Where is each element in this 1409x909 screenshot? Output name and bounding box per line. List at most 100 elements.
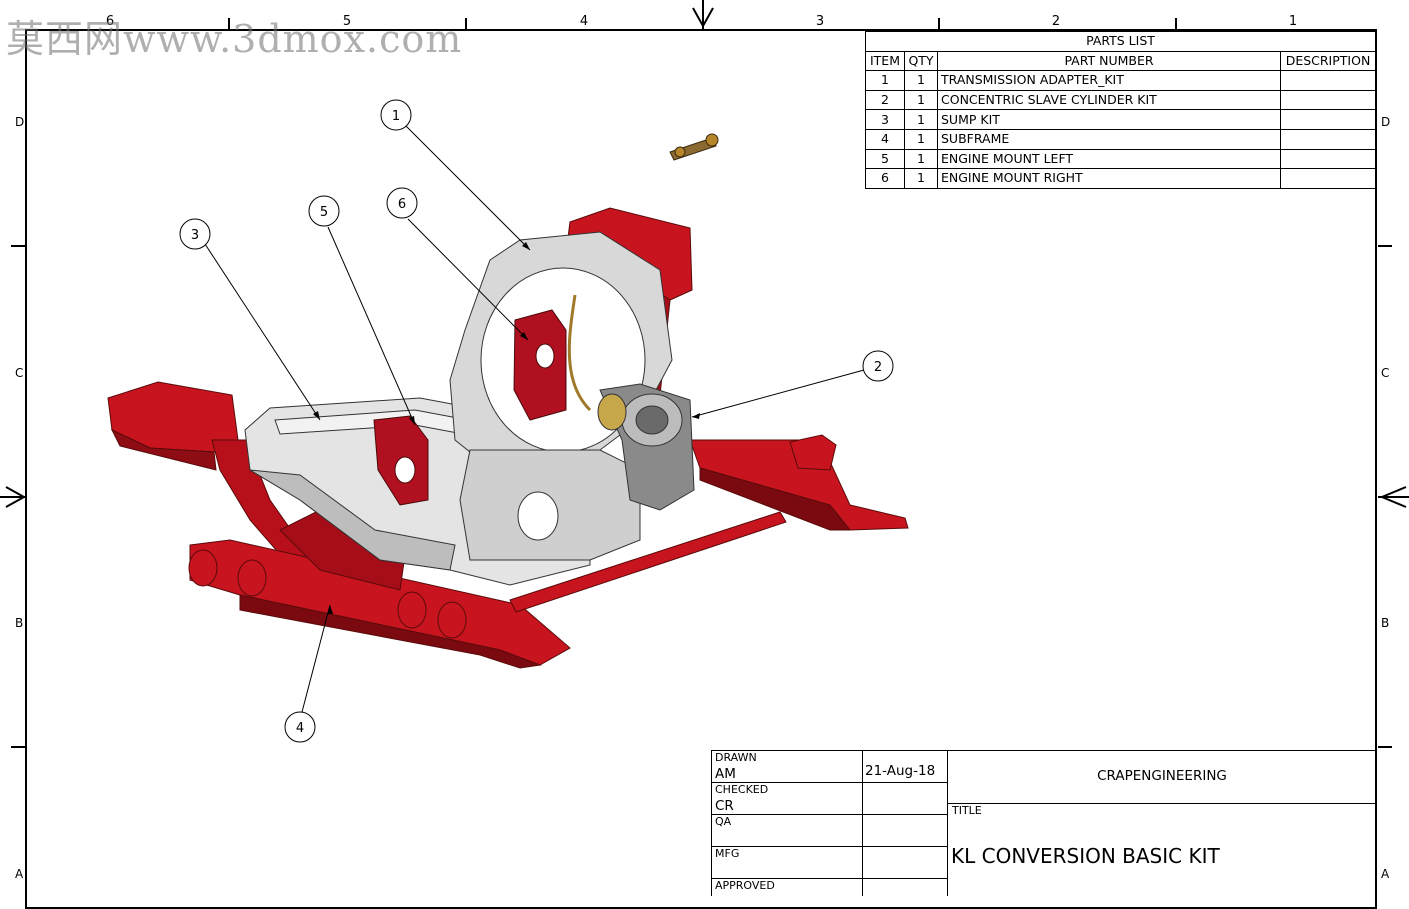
drawn-date: 21-Aug-18 xyxy=(865,763,936,779)
leader-arrow-5 xyxy=(409,416,415,425)
zone-tick xyxy=(465,18,467,30)
centering-mark-right xyxy=(1378,486,1409,508)
table-row: 1 1 TRANSMISSION ADAPTER_KIT xyxy=(865,70,1376,91)
zone-letter-left-d: D xyxy=(15,115,25,129)
title-block-divider xyxy=(862,750,863,896)
cell-description xyxy=(1280,148,1376,170)
cell-qty: 1 xyxy=(904,168,938,189)
qa-label: QA xyxy=(715,815,732,828)
zone-letter-right-c: C xyxy=(1381,366,1390,380)
title-block-divider xyxy=(711,878,947,879)
balloon-5-label: 5 xyxy=(320,205,328,220)
parts-list-table: PARTS LIST ITEM QTY PART NUMBER DESCRIPT… xyxy=(865,31,1376,189)
cell-description xyxy=(1280,70,1376,91)
engine-mount-right xyxy=(513,309,567,421)
leader-line-2 xyxy=(691,369,865,418)
zone-tick xyxy=(938,18,940,30)
balloon-2-label: 2 xyxy=(874,360,882,375)
table-row: 3 1 SUMP KIT xyxy=(865,109,1376,130)
cell-item: 5 xyxy=(865,148,905,170)
zone-tick xyxy=(228,18,230,30)
zone-tick xyxy=(1175,18,1177,30)
table-row: 2 1 CONCENTRIC SLAVE CYLINDER KIT xyxy=(865,89,1376,111)
mfg-label: MFG xyxy=(715,847,740,860)
leader-arrowheads xyxy=(313,242,700,614)
cell-part-number: SUMP KIT xyxy=(937,109,1281,130)
cell-item: 6 xyxy=(865,168,905,189)
title-block: DRAWN AM 21-Aug-18 CHECKED CR QA MFG APP… xyxy=(711,750,1377,896)
zone-number-6: 6 xyxy=(105,14,115,29)
title-block-divider xyxy=(711,782,947,783)
zone-tick xyxy=(1378,746,1392,748)
watermark: 莫西网www.3dmox.com xyxy=(6,17,463,61)
balloon-4-label: 4 xyxy=(296,721,304,736)
cell-item: 4 xyxy=(865,128,905,150)
zone-letter-right-a: A xyxy=(1381,867,1390,881)
drawn-label: DRAWN xyxy=(715,751,757,764)
balloon-3-label: 3 xyxy=(191,228,199,243)
engine-mount-left xyxy=(373,415,429,506)
zone-letter-left-c: C xyxy=(15,366,24,380)
cell-part-number: CONCENTRIC SLAVE CYLINDER KIT xyxy=(937,89,1281,111)
checked-label: CHECKED xyxy=(715,783,769,796)
cell-qty: 1 xyxy=(904,148,938,170)
header-part-number: PART NUMBER xyxy=(937,50,1281,72)
title-block-border xyxy=(711,750,712,896)
zone-number-3: 3 xyxy=(815,14,825,29)
balloon-6: 6 xyxy=(386,187,418,219)
leader-line-4 xyxy=(301,604,331,713)
balloon-6-label: 6 xyxy=(398,197,406,212)
centering-mark-top xyxy=(692,0,714,30)
header-qty: QTY xyxy=(904,50,938,72)
parts-list-header-row: ITEM QTY PART NUMBER DESCRIPTION xyxy=(865,50,1376,72)
title-block-border xyxy=(711,750,1377,751)
zone-number-1: 1 xyxy=(1288,14,1298,29)
zone-number-2: 2 xyxy=(1051,14,1061,29)
balloon-4: 4 xyxy=(284,711,316,743)
leader-arrow-4 xyxy=(327,605,333,614)
zone-number-5: 5 xyxy=(342,14,352,29)
cell-item: 1 xyxy=(865,70,905,91)
table-row: 4 1 SUBFRAME xyxy=(865,128,1376,150)
cell-qty: 1 xyxy=(904,89,938,111)
balloon-1: 1 xyxy=(380,99,412,131)
title-label: TITLE xyxy=(952,804,982,817)
zone-letter-left-b: B xyxy=(15,616,24,630)
cell-part-number: ENGINE MOUNT LEFT xyxy=(937,148,1281,170)
drawn-value: AM xyxy=(715,766,736,782)
title-block-divider xyxy=(947,803,1377,804)
cell-item: 2 xyxy=(865,89,905,111)
approved-label: APPROVED xyxy=(715,879,775,892)
title-block-divider xyxy=(711,814,947,815)
table-row: 6 1 ENGINE MOUNT RIGHT xyxy=(865,168,1376,189)
checked-value: CR xyxy=(715,798,734,814)
leader-arrow-3 xyxy=(313,411,320,420)
cell-part-number: SUBFRAME xyxy=(937,128,1281,150)
leader-arrow-1 xyxy=(522,242,530,250)
leader-line-1 xyxy=(404,124,531,251)
cell-description xyxy=(1280,89,1376,111)
bolt xyxy=(669,133,719,161)
cell-part-number: ENGINE MOUNT RIGHT xyxy=(937,168,1281,189)
zone-tick xyxy=(1378,245,1392,247)
title-block-divider xyxy=(947,750,948,896)
zone-tick xyxy=(11,245,25,247)
parts-list-title: PARTS LIST xyxy=(865,31,1376,52)
balloon-2: 2 xyxy=(862,350,894,382)
leader-lines xyxy=(204,124,865,713)
title-block-divider xyxy=(711,846,947,847)
company-name: CRAPENGINEERING xyxy=(1097,768,1227,784)
leader-arrow-6 xyxy=(520,332,528,340)
balloon-5: 5 xyxy=(308,195,340,227)
leader-line-6 xyxy=(407,218,529,341)
cell-qty: 1 xyxy=(904,128,938,150)
table-row: 5 1 ENGINE MOUNT LEFT xyxy=(865,148,1376,170)
cell-item: 3 xyxy=(865,109,905,130)
concentric-slave-cylinder xyxy=(567,294,695,511)
centering-mark-left xyxy=(0,486,27,508)
cell-part-number: TRANSMISSION ADAPTER_KIT xyxy=(937,70,1281,91)
zone-letter-right-b: B xyxy=(1381,616,1390,630)
drawing-title: KL CONVERSION BASIC KIT xyxy=(951,844,1220,868)
leader-arrow-2 xyxy=(692,413,700,419)
